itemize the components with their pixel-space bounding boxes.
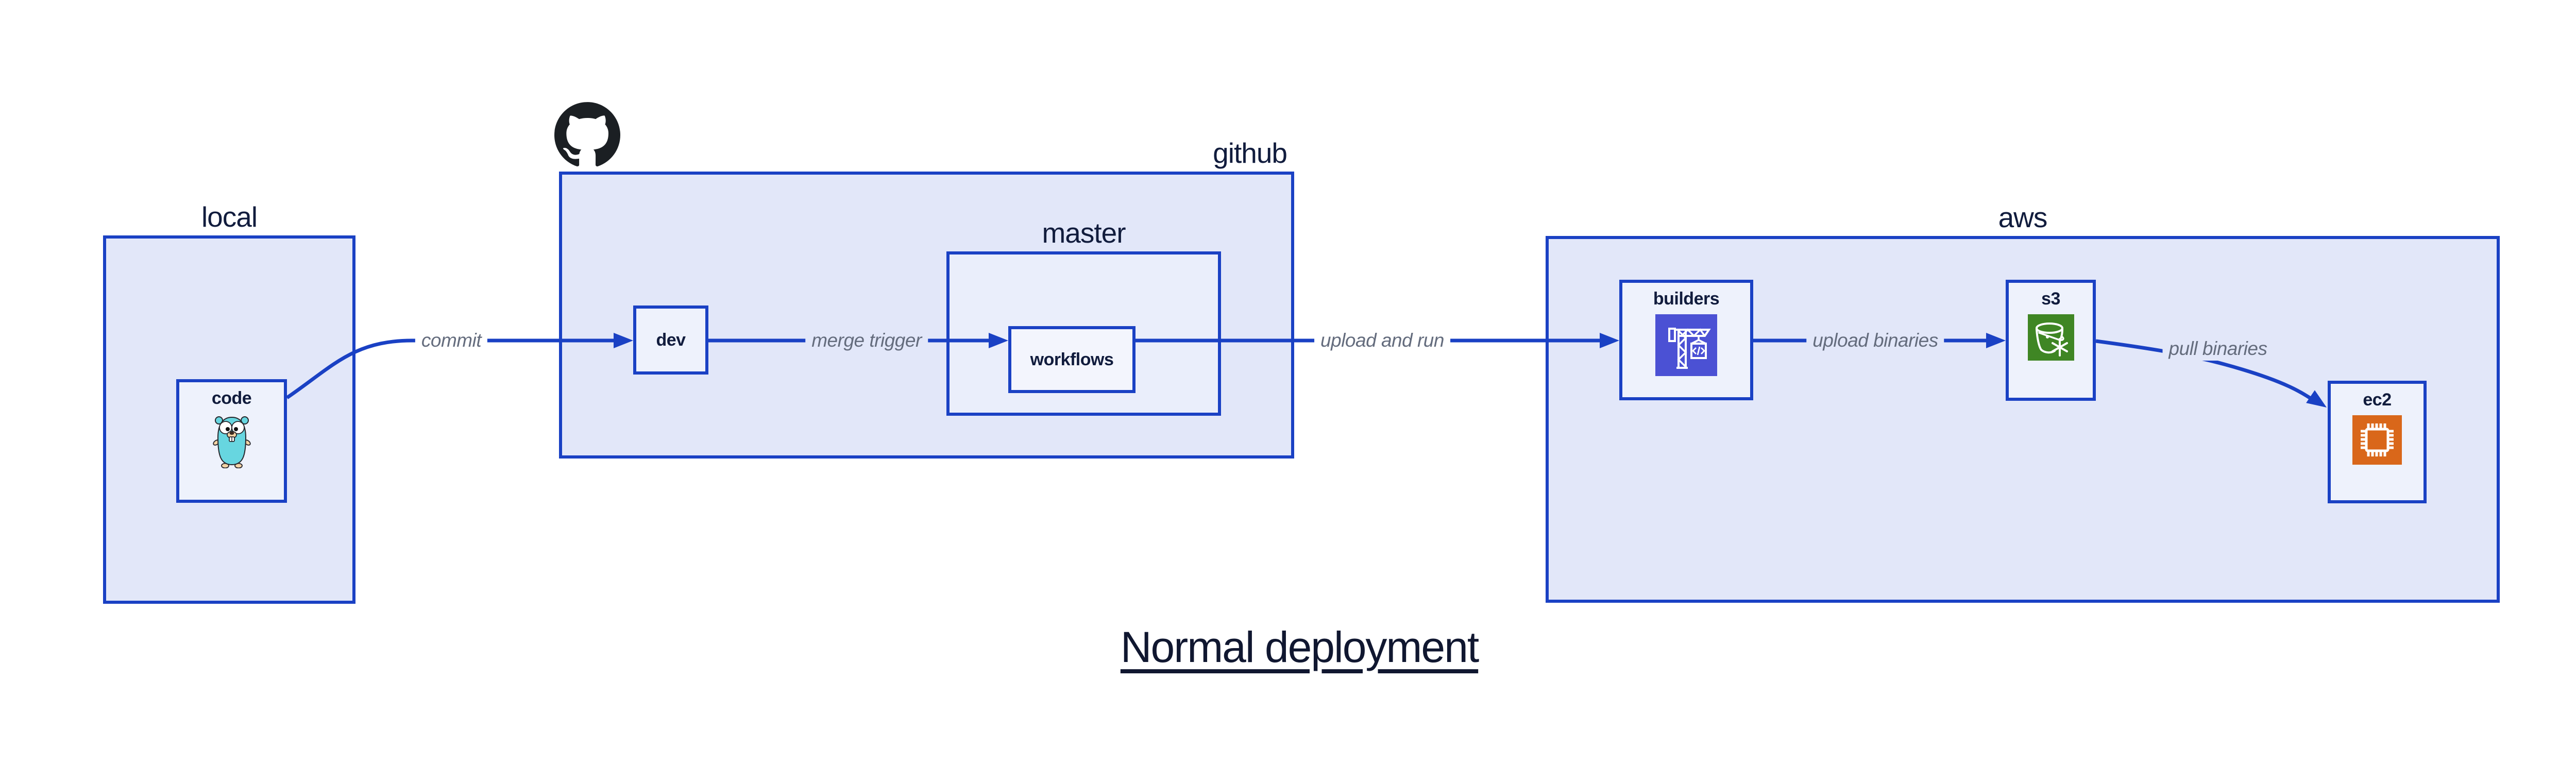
group-label-github: github [1213, 137, 1287, 169]
group-label-aws: aws [1998, 201, 2048, 233]
node-workflows-label: workflows [1030, 349, 1114, 369]
edge-pull-binaries-arrowhead [2306, 390, 2327, 408]
edge-commit-arrowhead [614, 333, 633, 348]
node-code-label: code [211, 388, 252, 408]
aws-codebuild-icon [1655, 314, 1717, 376]
aws-ec2-icon [2352, 415, 2402, 465]
edge-upload-binaries-arrowhead [1986, 333, 2006, 348]
node-ec2: ec2 [2328, 381, 2427, 503]
edge-upload-and-run-arrowhead [1600, 333, 1619, 348]
node-ec2-label: ec2 [2363, 390, 2392, 410]
github-octocat-icon [554, 102, 620, 166]
go-gopher-icon [212, 416, 251, 468]
edge-label-pull-binaries: pull binaries [2162, 337, 2274, 361]
edge-label-merge-trigger: merge trigger [805, 329, 928, 352]
node-s3: s3 [2006, 280, 2096, 401]
edge-label-upload-binaries: upload binaries [1806, 329, 1944, 352]
edge-pull-binaries [2095, 339, 2315, 402]
edge-merge-trigger-arrowhead [989, 333, 1008, 348]
node-builders: builders [1619, 280, 1753, 400]
aws-s3-glacier-icon [2027, 314, 2074, 361]
node-dev-label: dev [656, 330, 686, 350]
diagram-title: Normal deployment [1120, 623, 1479, 671]
node-workflows: workflows [1008, 326, 1136, 393]
node-s3-label: s3 [2041, 289, 2060, 309]
node-dev: dev [633, 305, 708, 375]
edge-commit [286, 338, 616, 399]
group-label-master: master [1042, 217, 1126, 249]
edge-label-upload-and-run: upload and run [1314, 329, 1450, 352]
node-builders-label: builders [1653, 289, 1720, 309]
node-code: code [176, 379, 287, 503]
edge-label-commit: commit [415, 329, 488, 352]
group-label-local: local [201, 201, 258, 233]
